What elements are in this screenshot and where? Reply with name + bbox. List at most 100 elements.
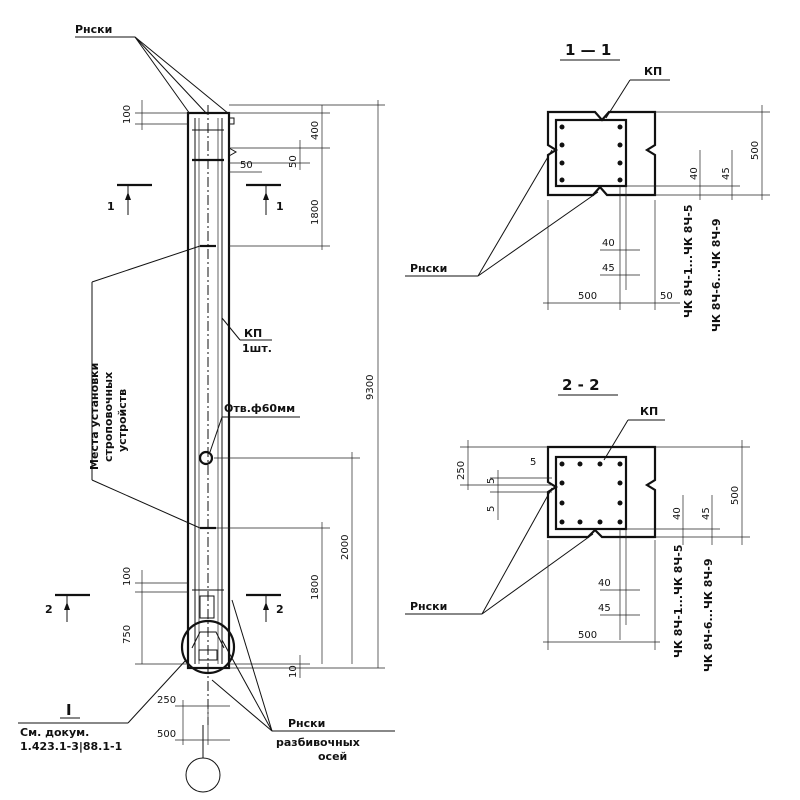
kp-label: КП bbox=[244, 327, 262, 340]
dim-2000: 2000 bbox=[340, 535, 351, 560]
rebar-dot bbox=[577, 461, 583, 467]
section-1-title: 1 — 1 bbox=[565, 41, 611, 59]
section-1-riski-leader-1 bbox=[477, 149, 553, 277]
section-1-marks-a: ЧК 8Ч-1...ЧК 8Ч-5 bbox=[682, 205, 695, 318]
riski-bottom-leader-3 bbox=[211, 679, 273, 732]
section-2-riski-leader-1 bbox=[481, 487, 553, 615]
rebar-dot bbox=[617, 177, 623, 183]
riski-top-leader-2 bbox=[134, 36, 208, 115]
section-2-dim-5-a: 5 bbox=[530, 457, 536, 468]
rebar-dot bbox=[559, 177, 565, 183]
dim-50-a: 50 bbox=[240, 160, 253, 171]
rebar-dot bbox=[617, 142, 623, 148]
places-leader-bottom bbox=[91, 479, 201, 529]
rebar-dot bbox=[577, 519, 583, 525]
column-dims-left: 100 100 750 250 500 bbox=[122, 100, 230, 745]
hole-leader bbox=[209, 416, 223, 453]
riski-bottom-label: Рнски bbox=[288, 717, 325, 730]
section-1-cage bbox=[554, 118, 628, 188]
detail-base bbox=[198, 649, 218, 661]
section-2-dim-5-c: 5 bbox=[486, 506, 497, 512]
rebar-dot bbox=[559, 500, 565, 506]
dim-500: 500 bbox=[157, 729, 176, 740]
column-dims-right: 400 50 50 1800 9300 2000 1800 10 bbox=[214, 100, 385, 678]
hole-marker bbox=[198, 450, 214, 466]
dim-100-top: 100 bbox=[122, 105, 133, 124]
ref-doc-1: См. докум. bbox=[20, 726, 89, 739]
hole-callout: Отв.ф60мм bbox=[209, 402, 300, 453]
rebar-dot bbox=[617, 519, 623, 525]
section-1-dim-500-bottom: 500 bbox=[578, 291, 597, 302]
section-2-2: 2 - 2 КП 250 5 5 5 Рнски bbox=[405, 376, 750, 672]
rebar-dot bbox=[559, 461, 565, 467]
cut-1-left-num: 1 bbox=[107, 200, 115, 213]
dim-250: 250 bbox=[157, 695, 176, 706]
column-elevation bbox=[180, 105, 238, 793]
riski-top-label: Рнски bbox=[75, 23, 112, 36]
kp-leader bbox=[221, 317, 241, 341]
cut-2-right-arrow bbox=[263, 602, 269, 610]
section-1-dim-40-b: 40 bbox=[602, 238, 615, 249]
section-marks: 1 1 2 2 bbox=[45, 183, 284, 622]
axes-label-1: разбивочных bbox=[276, 736, 360, 749]
rebar-dot bbox=[597, 461, 603, 467]
rebar-dot bbox=[617, 500, 623, 506]
dim-750: 750 bbox=[122, 625, 133, 644]
section-2-dim-500-right: 500 bbox=[730, 486, 741, 505]
cut-1-left-arrow bbox=[125, 192, 131, 200]
riski-top-callout: Рнски bbox=[75, 23, 230, 115]
top-notch bbox=[229, 117, 235, 125]
detail-shape bbox=[191, 631, 225, 649]
places-label-3: устройств bbox=[116, 389, 129, 452]
section-1-kp-leader bbox=[605, 79, 631, 119]
kp-callout: КП 1шт. bbox=[221, 317, 272, 355]
rebar-dot bbox=[559, 142, 565, 148]
ref-doc-2: 1.423.1-3|88.1-1 bbox=[20, 740, 122, 753]
riski-bottom-callout: Рнски разбивочных осей bbox=[211, 599, 395, 763]
section-1-dim-45-b: 45 bbox=[602, 263, 615, 274]
section-1-riski: Рнски bbox=[410, 262, 447, 275]
section-2-cage bbox=[554, 455, 628, 531]
section-2-dim-40: 40 bbox=[672, 507, 683, 520]
rebar-dot bbox=[597, 519, 603, 525]
rebar-dot bbox=[559, 124, 565, 130]
section-2-dim-250: 250 bbox=[456, 461, 467, 480]
section-2-dim-40-b: 40 bbox=[598, 578, 611, 589]
section-2-marks-a: ЧК 8Ч-1...ЧК 8Ч-5 bbox=[672, 545, 685, 658]
riski-top-leader-3 bbox=[134, 36, 230, 115]
section-1-outline bbox=[546, 110, 657, 197]
section-1-1: 1 — 1 КП Рнски 500 40 45 40 bbox=[405, 41, 770, 332]
places-leader-top bbox=[91, 245, 201, 283]
hole-label: Отв.ф60мм bbox=[224, 402, 295, 415]
kp-count-label: 1шт. bbox=[242, 342, 272, 355]
cut-1-right-arrow bbox=[263, 192, 269, 200]
dim-1800-top: 1800 bbox=[310, 200, 321, 225]
rebar-dot bbox=[617, 480, 623, 486]
section-2-dim-500-bottom: 500 bbox=[578, 630, 597, 641]
riski-top-leader-1 bbox=[134, 36, 191, 115]
section-2-title: 2 - 2 bbox=[562, 376, 600, 394]
dim-9300: 9300 bbox=[365, 375, 376, 400]
bottom-insert bbox=[199, 595, 215, 619]
rebar-dot bbox=[559, 480, 565, 486]
rebar-dot bbox=[559, 160, 565, 166]
section-1-dim-45: 45 bbox=[721, 167, 732, 180]
section-2-riski-leader-2 bbox=[481, 533, 594, 615]
riski-bottom-leader-1 bbox=[221, 639, 273, 732]
places-label-2: строповочных bbox=[102, 372, 115, 462]
dim-1800-bottom: 1800 bbox=[310, 575, 321, 600]
dim-50-b: 50 bbox=[288, 155, 299, 168]
section-2-dim-45-b: 45 bbox=[598, 603, 611, 614]
dim-400: 400 bbox=[310, 121, 321, 140]
section-2-kp: КП bbox=[640, 405, 658, 418]
section-2-outline bbox=[546, 445, 657, 539]
riski-bottom-leader-2 bbox=[231, 599, 273, 732]
notch-right bbox=[228, 147, 238, 157]
dim-10: 10 bbox=[288, 665, 299, 678]
section-2-dim-5-b: 5 bbox=[486, 478, 497, 484]
rebar-dot bbox=[559, 519, 565, 525]
section-1-riski-leader-2 bbox=[477, 191, 599, 277]
section-2-riski: Рнски bbox=[410, 600, 447, 613]
ref-leader bbox=[127, 659, 187, 724]
axis-bubble bbox=[185, 757, 221, 793]
